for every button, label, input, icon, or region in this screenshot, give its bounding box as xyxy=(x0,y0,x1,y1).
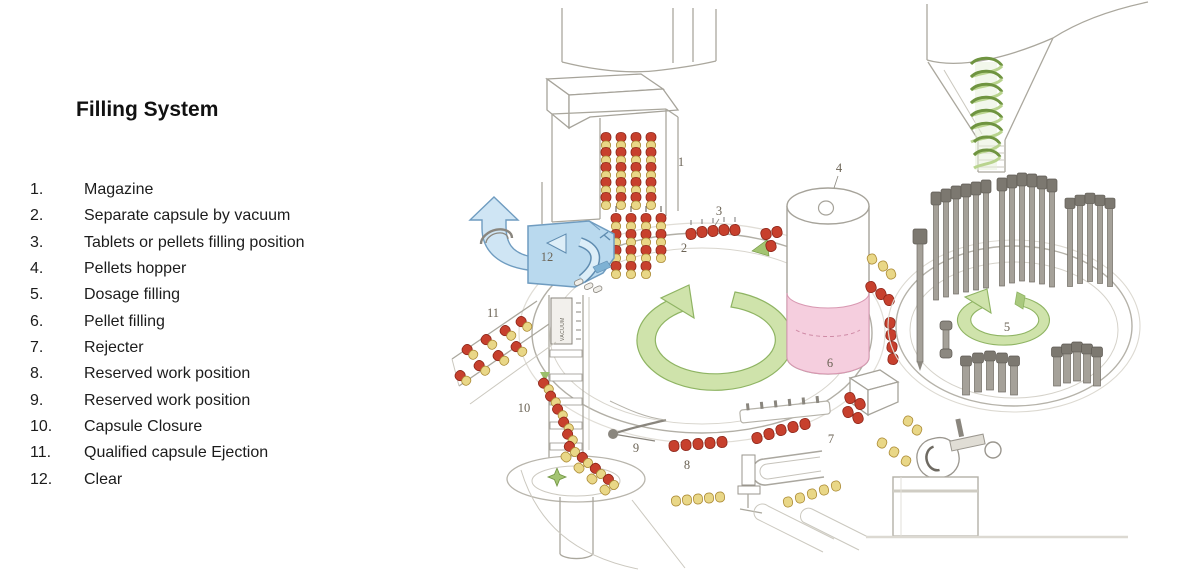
callout-8: 8 xyxy=(684,458,690,472)
reserved-position-row xyxy=(668,435,728,507)
closure-star-icon xyxy=(547,467,567,487)
tamping-pins xyxy=(930,172,1116,301)
exhaust-arrow-icon xyxy=(468,196,533,274)
callout-5: 5 xyxy=(1004,320,1010,334)
auger-screw-icon xyxy=(969,56,1004,170)
callout-6: 6 xyxy=(827,356,833,370)
rotation-arrow xyxy=(636,284,794,391)
legend-item-number: 8. xyxy=(30,365,44,383)
filling-position-capsules xyxy=(684,217,900,366)
callout-3: 3 xyxy=(716,204,722,218)
legend-item-label: Pellets hopper xyxy=(84,260,187,278)
legend-item: 7. Rejecter xyxy=(30,339,305,365)
legend-item-number: 11. xyxy=(30,444,52,462)
callout-10: 10 xyxy=(518,401,531,415)
legend-item-number: 6. xyxy=(30,312,44,330)
legend-item-label: Magazine xyxy=(84,181,154,198)
legend-item-number: 10. xyxy=(30,418,53,436)
legend-item: 6. Pellet filling xyxy=(30,313,305,339)
legend-item-label: Pellet filling xyxy=(84,312,165,330)
magazine-capsule-grid xyxy=(600,132,657,210)
callout-1: 1 xyxy=(678,155,684,169)
down-arrow-icon xyxy=(540,372,550,381)
legend-item-label: Reserved work position xyxy=(84,391,251,409)
callout-2: 2 xyxy=(681,241,687,255)
legend-item: 12. Clear xyxy=(30,471,305,497)
diagram-callouts: 1 2 3 4 5 6 7 8 9 10 11 12 xyxy=(487,155,1010,472)
clean-arrow-icon xyxy=(545,233,567,254)
dosing-rod xyxy=(912,228,928,371)
ejection-conveyor xyxy=(451,300,557,405)
vacuum-label: VACUUM xyxy=(560,317,566,341)
legend-item-label: Tablets or pellets filling position xyxy=(84,233,305,251)
callout-4: 4 xyxy=(836,161,843,175)
legend-item: 8. Reserved work position xyxy=(30,365,305,391)
powder-funnel xyxy=(926,1,1149,173)
callout-11: 11 xyxy=(487,306,499,320)
legend-item: 1. Magazine xyxy=(30,181,305,207)
legend-item-number: 4. xyxy=(30,260,44,278)
legend-item-number: 2. xyxy=(30,207,44,225)
legend-item-label: Rejecter xyxy=(84,339,144,357)
rotation-arrow-small xyxy=(956,288,1051,346)
rejecter xyxy=(737,395,831,514)
legend-item-label: Clear xyxy=(84,470,123,488)
closure-station xyxy=(753,414,1128,553)
capsule-closure xyxy=(536,372,580,487)
dosage-lever xyxy=(558,400,667,498)
legend-item: 2. Separate capsule by vacuum xyxy=(30,207,305,233)
legend-item-number: 5. xyxy=(30,286,44,304)
pin-coupling xyxy=(939,320,953,359)
legend-item-number: 7. xyxy=(30,339,44,357)
magazine-chute xyxy=(545,73,680,130)
legend-item-label: Dosage filling xyxy=(84,286,181,304)
callout-7: 7 xyxy=(828,432,834,446)
pellet-filling-zone xyxy=(786,292,870,375)
transfer-box xyxy=(841,369,900,426)
dosing-disc xyxy=(887,172,1141,413)
legend-item-label: Capsule Closure xyxy=(84,418,203,436)
capsule-queue-ticks xyxy=(615,206,662,212)
legend-item-label: Separate capsule by vacuum xyxy=(84,207,291,225)
clear-unit xyxy=(468,196,615,293)
magazine xyxy=(541,108,679,279)
legend-item: 11. Qualified capsule Ejection xyxy=(30,444,305,470)
legend-item-number: 3. xyxy=(30,233,44,251)
callout-12: 12 xyxy=(541,250,554,264)
legend-item: 4. Pellets hopper xyxy=(30,260,305,286)
legend-item-number: 9. xyxy=(30,391,44,409)
legend-item-number: 1. xyxy=(30,181,44,198)
cam-motor xyxy=(916,418,986,480)
legend-item: 3. Tablets or pellets filling position xyxy=(30,234,305,260)
callout-9: 9 xyxy=(633,441,639,455)
pellets-hopper xyxy=(786,175,870,375)
collection-box xyxy=(892,476,979,537)
legend-list: 1.Magazine 2.Separate capsule by vacuum … xyxy=(30,181,305,497)
legend-item-number: 12. xyxy=(30,470,53,488)
legend-item: 10. Capsule Closure xyxy=(30,418,305,444)
legend-item-label: Reserved work position xyxy=(84,365,251,383)
page-title: Filling System xyxy=(76,98,219,121)
capsule-hopper-outline xyxy=(561,8,717,73)
legend-item-label: Qualified capsule Ejection xyxy=(84,444,269,462)
legend-item: 9. Reserved work position xyxy=(30,392,305,418)
legend-item: 5. Dosage filling xyxy=(30,286,305,312)
